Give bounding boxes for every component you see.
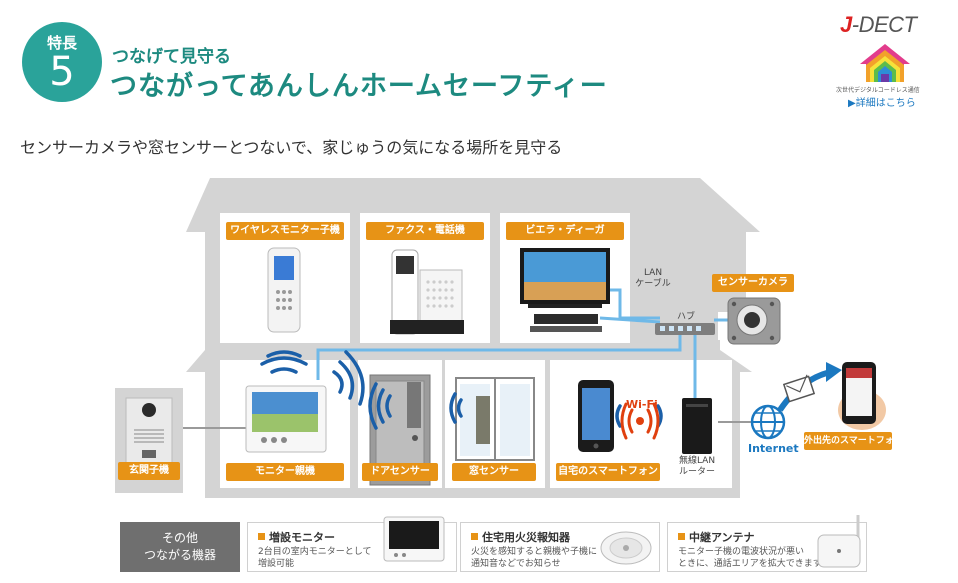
wifi-wave-icon [620,402,660,440]
page-title: つながってあんしんホームセーフティー [110,71,608,102]
radio-wave-icon [260,350,663,430]
home-smartphone-icon [578,380,614,452]
card-repeater-antenna: 中継アンテナ モニター子機の電波状況が悪いときに、通話エリアを拡大できます。 [667,515,867,572]
feature-number: 5 [49,49,75,95]
house-rainbow-icon [860,44,910,82]
jdect-caption: 次世代デジタルコードレス通信 [836,87,920,94]
tag-sensor-camera: センサーカメラ [712,274,794,292]
label-hub: ハブ [676,312,695,322]
tag-monitor-main: モニター親機 [226,463,344,481]
card-title: 中継アンテナ [678,529,755,545]
globe-icon [750,404,786,440]
tag-viera-diga: ビエラ・ディーガ [506,222,624,240]
feature-label: 特長 [46,34,77,52]
card-desc: モニター子機の電波状況が悪いときに、通話エリアを拡大できます。 [678,547,830,569]
fax-phone-icon [390,249,464,335]
tag-home-smartphone: 自宅のスマートフォン [556,463,660,481]
other-devices-heading: その他つながる機器 [120,522,240,572]
monitor-main-icon [245,385,327,453]
tag-door-sensor: ドアセンサー [362,463,438,481]
card-fire-alarm: 住宅用火災報知器 火災を感知すると親機や子機に通知音などでお知らせ [460,522,660,572]
extra-monitor-icon [383,516,445,562]
label-wifi: Wi-Fi [626,398,658,411]
tag-outside-smartphone: 外出先のスマートフォン [804,432,903,450]
tag-fax-phone: ファクス・電話機 [366,222,484,240]
feature-badge: 特長 5 [22,22,102,102]
wireless-handset-icon [267,247,301,333]
tag-entrance-unit: 玄関子機 [118,462,180,480]
sensor-camera-icon [727,297,781,345]
jdect-wordmark: J-DECT [840,12,917,37]
card-desc: 2台目の室内モニターとして増設可能 [258,547,372,569]
fire-alarm-icon [600,531,652,565]
mail-arrow-icon [777,362,842,412]
entrance-unit-icon [125,397,173,467]
card-title: 増設モニター [258,529,335,545]
lead-text: センサーカメラや窓センサーとつないで、家じゅうの気になる場所を見守る [20,138,563,157]
internet-wires [183,421,752,429]
tag-window-sensor: 窓センサー [452,463,536,481]
router-icon [682,398,712,454]
jdect-detail-link[interactable]: ▶詳細はこちら [848,98,916,109]
jdect-logo[interactable]: J-DECT 次世代デジタルコードレス通信 ▶詳細はこちら [830,12,942,109]
tv-icon [520,248,610,332]
wifi-dot [636,417,644,425]
card-desc: 火災を感知すると親機や子機に通知音などでお知らせ [471,547,598,569]
label-internet: Internet [748,442,799,455]
house-floor-divider [205,340,720,350]
card-title: 住宅用火災報知器 [471,529,570,545]
card-extra-monitor: 増設モニター 2台目の室内モニターとして増設可能 [247,516,457,572]
page-subtitle: つなげて見守る [112,47,231,67]
window-icon [455,377,535,461]
outside-smartphone-icon [838,362,886,430]
tag-wireless-monitor: ワイヤレスモニター子機 [226,222,344,240]
antenna-icon [817,515,861,568]
